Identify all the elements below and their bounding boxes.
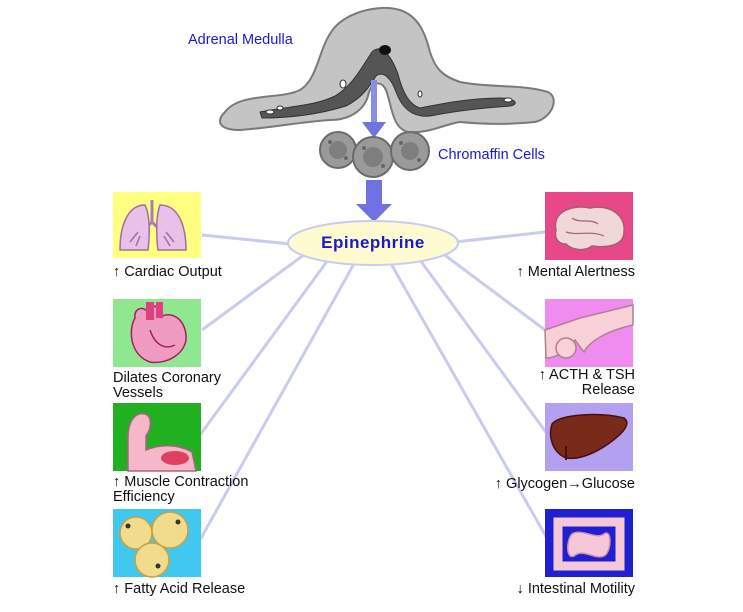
connector-muscle [198,259,330,436]
connector-lines [198,230,550,541]
effect-muscle-contraction: ↑ Muscle Contraction Efficiency [113,474,249,505]
increase-arrow-icon: ↑ [538,367,546,383]
heart-icon [113,299,201,367]
effect-dilates-coronary: Dilates Coronary Vessels [113,370,221,401]
connector-glycogen [418,259,550,436]
increase-arrow-icon: ↑ [494,476,503,492]
effect-cardiac-output: ↑ Cardiac Output [113,264,222,280]
flexed-arm-icon [113,403,201,472]
increase-arrow-icon: ↑ [113,474,121,490]
increase-arrow-icon: ↑ [113,581,121,597]
effect-glycogen-glucose: ↑ Glycogen→Glucose [494,476,635,492]
decrease-arrow-icon: ↓ [516,581,524,597]
brain-icon [545,192,633,260]
chromaffin-cells-label: Chromaffin Cells [438,147,545,163]
effect-fatty-acid: ↑ Fatty Acid Release [113,581,246,597]
intestine-icon [545,509,633,577]
connector-fatty [198,261,357,541]
connector-coronary [201,252,306,332]
connector-cardiac [201,233,301,247]
adrenal-medulla-icon [219,6,555,134]
connector-intestinal [388,261,550,541]
connector-acth [441,251,546,332]
connector-mental [445,230,546,245]
lungs-icon [113,192,201,258]
epinephrine-ellipse [287,220,459,266]
increase-arrow-icon: ↑ [113,264,121,280]
chromaffin-cells-icon [319,131,430,178]
adrenal-medulla-label: Adrenal Medulla [188,32,293,48]
effect-mental-alertness: ↑ Mental Alertness [516,264,635,280]
fat-cells-icon [113,509,201,578]
epinephrine-label: Epinephrine [321,233,425,252]
arrow-cells-to-epinephrine [356,180,392,222]
effect-intestinal-motility: ↓ Intestinal Motility [516,581,635,597]
arrow-gland-to-cells [362,80,386,138]
effect-acth-tsh: ↑ ACTH & TSH Release [538,367,635,398]
liver-icon [545,403,633,471]
increase-arrow-icon: ↑ [516,264,524,280]
pituitary-icon [544,299,634,367]
